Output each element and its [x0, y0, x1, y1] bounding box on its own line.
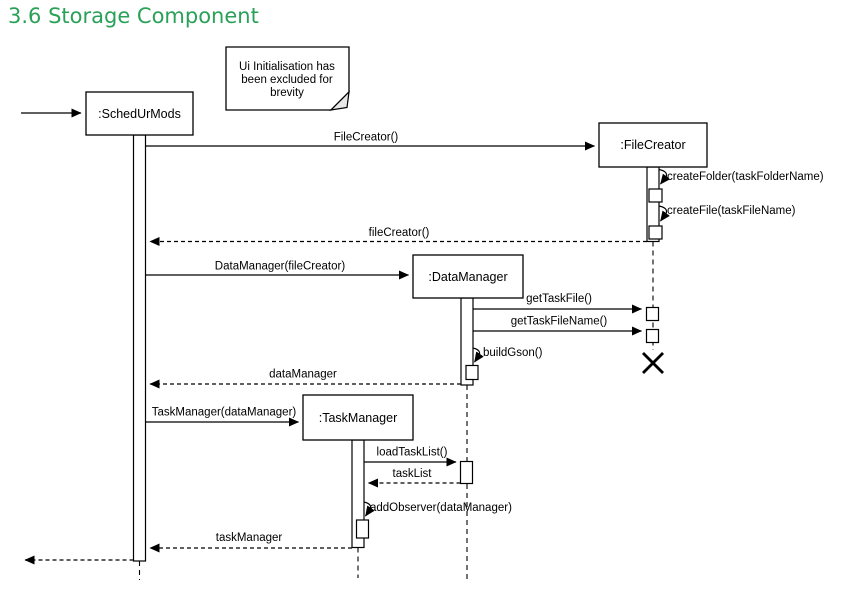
message-filecreator-return: fileCreator(): [149, 227, 647, 247]
activation-bars: [132, 134, 660, 562]
message-gettaskfilename: getTaskFileName(): [473, 316, 660, 344]
addobserver-activation: [355, 519, 370, 539]
message-loadtasklist: loadTaskList(): [364, 447, 474, 485]
buildgson-activation: [465, 364, 479, 381]
createfile-activation: [648, 225, 663, 240]
message-label: dataManager: [269, 369, 337, 381]
gettaskfile-activation: [645, 306, 660, 322]
message-label: fileCreator(): [369, 227, 430, 239]
message-addobserver: addObserver(dataManager): [355, 501, 512, 539]
filecreator-label: :FileCreator: [620, 138, 685, 152]
note-line-3: brevity: [270, 87, 304, 99]
message-buildgson: buildGson(): [465, 347, 543, 381]
note-fold-icon: [329, 90, 350, 111]
lifeline-taskmanager: :TaskManager: [302, 394, 414, 441]
loadtasklist-activation: [459, 460, 474, 485]
schedurmods-box: [85, 91, 194, 136]
taskmanager-box: [302, 394, 414, 441]
createfolder-activation: [648, 188, 663, 203]
message-tasklist-return: taskList: [367, 468, 461, 488]
message-label: DataManager(fileCreator): [215, 261, 346, 273]
lifeline-schedurmods: :SchedUrMods: [85, 91, 194, 136]
gettaskfilename-activation: [645, 328, 660, 344]
message-taskmanager-ctor: TaskManager(dataManager): [145, 407, 300, 427]
message-label: FileCreator(): [334, 132, 399, 144]
message-gettaskfile: getTaskFile(): [473, 293, 660, 322]
message-label: getTaskFileName(): [511, 316, 608, 328]
message-filecreator-ctor: FileCreator(): [145, 132, 596, 151]
lifeline-datamanager: :DataManager: [412, 254, 524, 299]
message-taskmanager-return: taskManager: [149, 532, 352, 553]
note-line-2: been excluded for: [241, 74, 333, 86]
message-label: loadTaskList(): [377, 447, 448, 459]
message-createfile: createFile(taskFileName): [648, 205, 796, 240]
message-datamanager-ctor: DataManager(fileCreator): [145, 261, 410, 280]
datamanager-label: :DataManager: [428, 270, 507, 284]
message-createfolder: createFolder(taskFolderName): [648, 168, 824, 203]
message-datamanager-return: dataManager: [149, 369, 461, 389]
message-label: addObserver(dataManager): [370, 502, 512, 514]
datamanager-box: [412, 254, 524, 299]
message-label: taskList: [393, 468, 433, 480]
message-label: createFile(taskFileName): [667, 205, 796, 217]
message-label: createFolder(taskFolderName): [667, 171, 824, 183]
destroy-marker-icon: [642, 352, 664, 374]
filecreator-box: [598, 122, 708, 168]
lifeline-filecreator: :FileCreator: [598, 122, 708, 168]
message-label: TaskManager(dataManager): [152, 407, 297, 419]
message-label: buildGson(): [483, 347, 543, 359]
note: Ui Initialisation has been excluded for …: [225, 46, 350, 111]
section-title: 3.6 Storage Component: [8, 4, 259, 28]
message-label: getTaskFile(): [526, 293, 592, 305]
taskmanager-label: :TaskManager: [319, 411, 398, 425]
message-label: taskManager: [216, 532, 283, 544]
note-line-1: Ui Initialisation has: [239, 61, 335, 73]
schedurmods-label: :SchedUrMods: [98, 107, 181, 121]
schedurmods-activation: [132, 134, 147, 562]
